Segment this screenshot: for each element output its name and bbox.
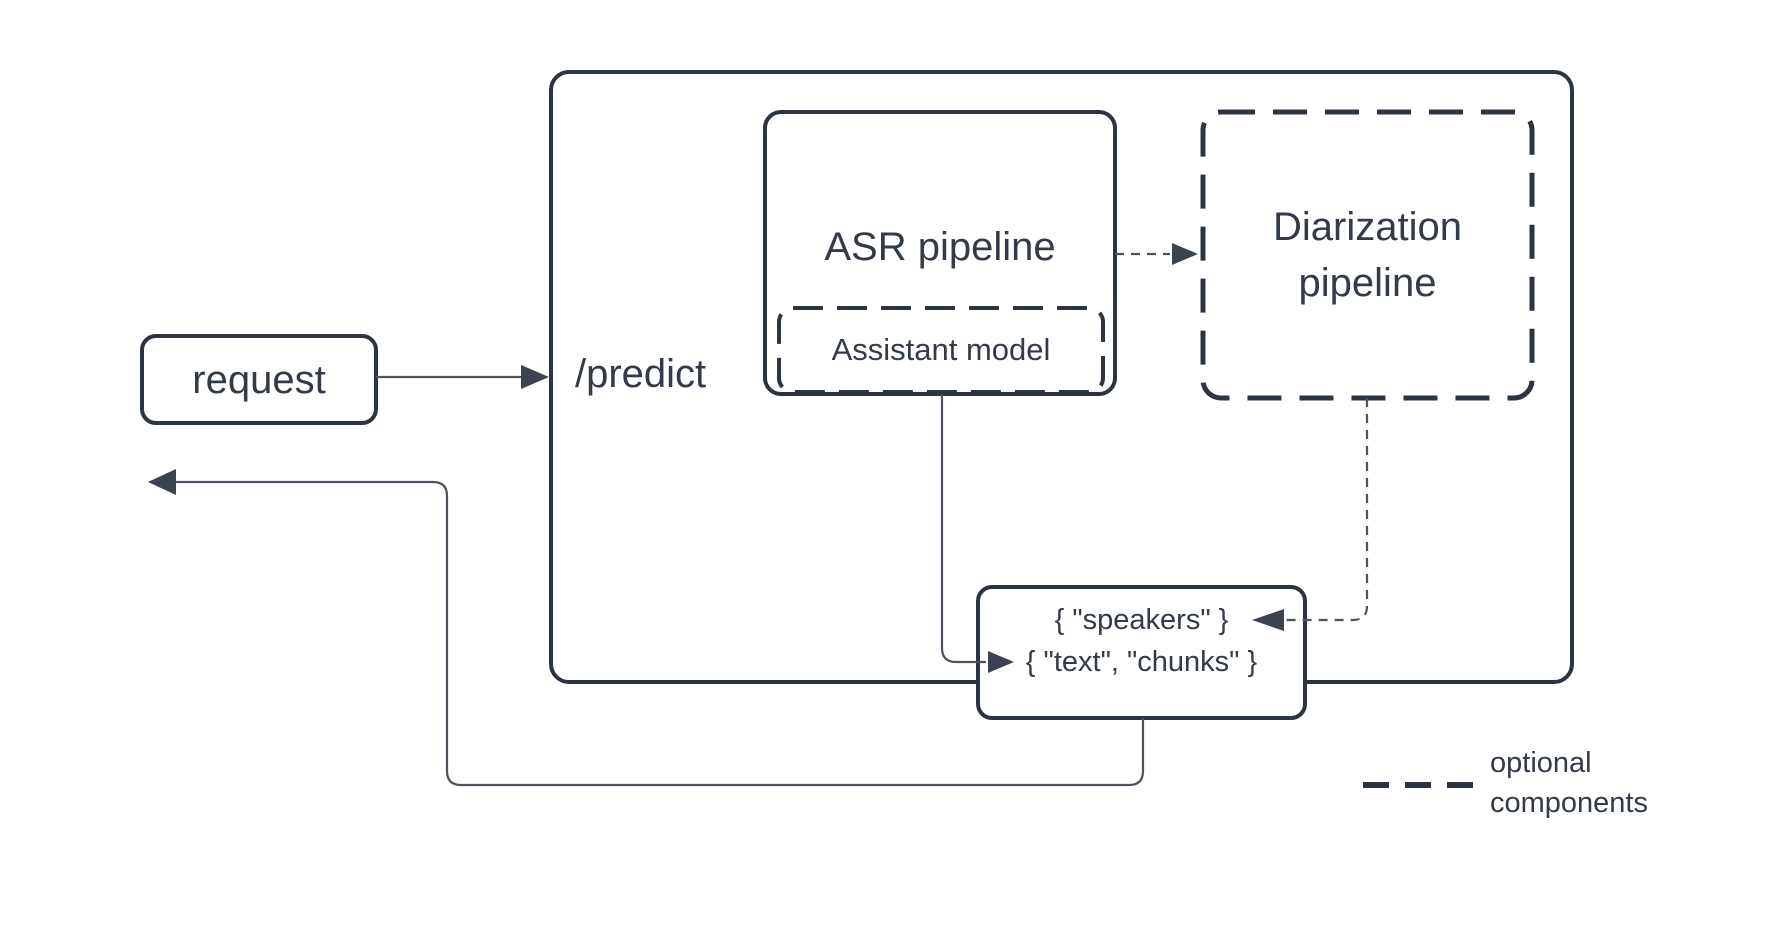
response-return-arrowhead: [148, 469, 176, 495]
request-to-predict-arrowhead: [521, 365, 549, 389]
output-speakers-text: { "speakers" }: [1054, 604, 1229, 636]
asr-to-diarization-arrowhead: [1172, 243, 1198, 265]
response-return-line: [176, 480, 1145, 787]
diarization-to-output-connector: [1286, 398, 1369, 622]
request-label: request: [192, 357, 326, 402]
assistant-model-label: Assistant model: [831, 332, 1051, 367]
request-box: [140, 334, 378, 425]
assistant-model-box: [777, 306, 1105, 394]
legend-label: optional components: [1490, 747, 1648, 819]
asr-pipeline-title: ASR pipeline: [824, 225, 1056, 269]
output-text-chunks-text: { "text", "chunks" }: [1025, 646, 1258, 678]
diarization-to-output-arrowhead: [1252, 609, 1284, 631]
assistant-to-output-arrowhead: [988, 651, 1014, 673]
output-box: [976, 585, 1307, 720]
assistant-to-output-connector: [940, 394, 986, 664]
predict-endpoint-label: /predict: [575, 352, 707, 396]
diarization-pipeline-title: Diarization pipeline: [1273, 205, 1462, 305]
